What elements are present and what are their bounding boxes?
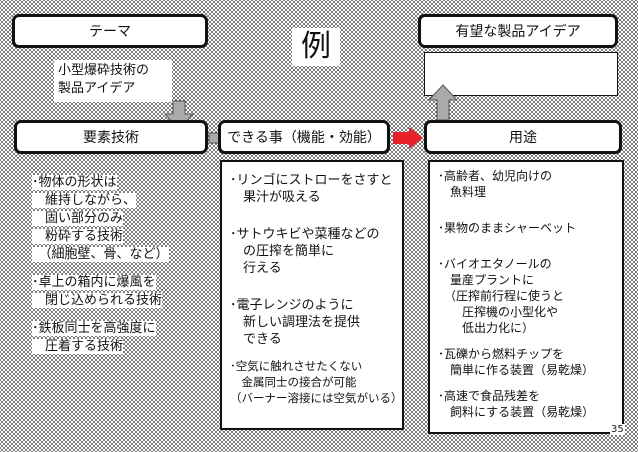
element-line: （細胞壁、骨、など） [32, 247, 169, 262]
function-item-line: 金属同士の接合が可能 [230, 375, 357, 389]
up-arrow [427, 84, 459, 121]
element-tech-list: ･物体の形状は 維持しながら、 固い部分のみ 粉砕する技術 （細胞壁、骨、など）… [32, 174, 208, 356]
element-line: 閉じ込められる技術 [32, 293, 163, 308]
usage-item-line: 低出力化に） [438, 321, 535, 335]
right-arrow-red [393, 127, 423, 149]
usage-item-line: 簡単に作る装置（易乾燥） [438, 363, 595, 377]
page-number: 35 [610, 424, 625, 435]
usage-item-line: 量産プラントに [438, 273, 535, 287]
function-item-line: の圧搾を簡単に [230, 244, 335, 259]
element-line: 維持しながら、 [32, 193, 137, 208]
element-tech-box: 要素技術 [14, 120, 208, 154]
usage-item-line: （圧搾前行程に使うと [438, 289, 565, 303]
usage-item-line: 魚料理 [438, 185, 487, 199]
element-tech-title: 要素技術 [83, 130, 139, 146]
element-line: 固い部分のみ [32, 211, 124, 226]
element-line: ･鉄板同士を高強度に [32, 321, 156, 336]
usage-box: 用途 [424, 120, 622, 154]
element-line: 粉砕する技術 [32, 229, 124, 244]
function-item-line: 新しい調理法を提供 [230, 315, 361, 330]
function-item-line: ･空気に触れさせたくない [230, 359, 363, 373]
function-item-line: ･サトウキビや菜種などの [230, 227, 380, 242]
function-item-line: ･リンゴにストローをさすと [230, 173, 393, 188]
function-box: できる事（機能・効能） [218, 120, 390, 154]
function-item-line: 行える [230, 261, 282, 276]
function-item-line: （バーナー溶接には空気がいる） [230, 391, 403, 405]
usage-item-line: ･果物のままシャーベット [438, 221, 577, 235]
function-item-line: できる [230, 332, 282, 347]
element-line: ･卓上の箱内に爆風を [32, 275, 156, 290]
theme-title: テーマ [89, 24, 131, 40]
function-list: ･リンゴにストローをさすと 果汁が吸える ･サトウキビや菜種などの の圧搾を簡単… [220, 160, 404, 430]
promising-ideas-content [424, 52, 618, 96]
theme-line: 製品アイデア [58, 81, 136, 96]
promising-ideas-box: 有望な製品アイデア [418, 14, 618, 48]
theme-body: 小型爆砕技術の 製品アイデア [54, 60, 172, 102]
function-title: できる事（機能・効能） [227, 130, 381, 146]
usage-item-line: ･バイオエタノールの [438, 257, 552, 271]
usage-item-line: ･瓦礫から燃料チップを [438, 347, 565, 361]
function-item-line: 果汁が吸える [230, 190, 321, 205]
element-line: 圧着する技術 [32, 339, 124, 354]
usage-item-line: ･高速で食品残差を [438, 389, 541, 403]
example-label: 例 [292, 28, 340, 66]
promising-ideas-title: 有望な製品アイデア [455, 24, 581, 40]
usage-item-line: 圧搾機の小型化や [438, 305, 559, 319]
usage-item-line: ･高齢者、幼児向けの [438, 169, 553, 183]
theme-box: テーマ [12, 14, 208, 48]
usage-title: 用途 [509, 130, 537, 146]
theme-line: 小型爆砕技術の [58, 63, 150, 78]
function-item-line: ･電子レンジのように [230, 298, 354, 313]
usage-item-line: 飼料にする装置（易乾燥） [438, 405, 595, 419]
usage-list: ･高齢者、幼児向けの 魚料理 ･果物のままシャーベット ･バイオエタノールの 量… [428, 160, 624, 434]
element-line: ･物体の形状は [32, 175, 117, 190]
